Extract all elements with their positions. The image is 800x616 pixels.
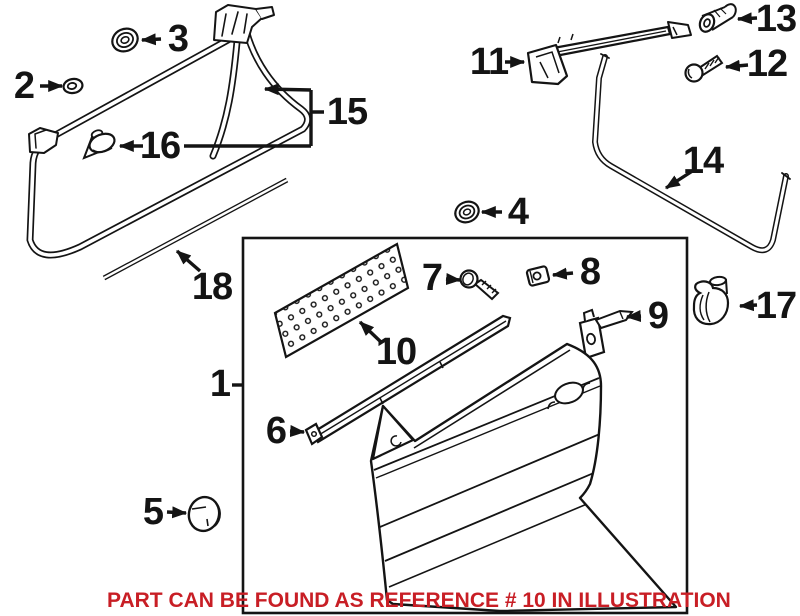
screw-12-drawing bbox=[684, 54, 724, 83]
clip-16-drawing bbox=[82, 129, 116, 160]
mirror-flag-hole bbox=[390, 435, 402, 447]
door-check-9-drawing bbox=[578, 308, 634, 360]
part-label-11: 11 bbox=[469, 41, 509, 83]
leader-12 bbox=[724, 59, 749, 72]
pillar-trim-11-drawing bbox=[526, 21, 692, 86]
part-label-4: 4 bbox=[507, 191, 529, 233]
grommet-17-drawing bbox=[692, 275, 730, 326]
leader-18 bbox=[175, 249, 202, 273]
door-panel-drawing bbox=[369, 342, 678, 613]
leader-7 bbox=[445, 273, 462, 286]
leader-6 bbox=[289, 425, 306, 438]
leader-9 bbox=[625, 310, 642, 323]
part-label-8: 8 bbox=[579, 251, 601, 293]
leader-14 bbox=[664, 168, 695, 190]
lower-seal-strip-drawing bbox=[102, 177, 289, 281]
part-label-6: 6 bbox=[265, 410, 287, 452]
part-label-16: 16 bbox=[139, 125, 181, 167]
part-label-5: 5 bbox=[142, 491, 164, 533]
bracket-15 bbox=[184, 90, 324, 148]
leader-13 bbox=[736, 12, 758, 25]
part-label-9: 9 bbox=[647, 295, 669, 337]
frame-corner-bracket-drawing bbox=[213, 4, 275, 44]
part-label-3: 3 bbox=[167, 18, 189, 60]
washer-2-drawing bbox=[62, 77, 84, 95]
bolt-7-drawing bbox=[459, 269, 500, 301]
callout-arrows bbox=[40, 12, 758, 519]
door-handle-cutout bbox=[554, 381, 584, 405]
part-label-17: 17 bbox=[755, 285, 797, 327]
sleeve-13-drawing bbox=[698, 3, 737, 33]
weatherstrip-14-drawing bbox=[592, 53, 791, 254]
part-label-10: 10 bbox=[375, 331, 417, 373]
leader-8 bbox=[551, 267, 574, 280]
leader-17 bbox=[738, 299, 758, 312]
part-label-18: 18 bbox=[191, 266, 233, 308]
leader-10 bbox=[358, 320, 384, 345]
belt-molding-6-drawing bbox=[304, 314, 512, 446]
part-label-14: 14 bbox=[682, 140, 724, 182]
part-label-13: 13 bbox=[755, 0, 797, 40]
frame-left-bracket-drawing bbox=[28, 127, 59, 154]
plug-cap-5-drawing bbox=[187, 495, 221, 533]
perforated-plate-10-drawing bbox=[273, 242, 410, 359]
part-label-1: 1 bbox=[209, 363, 231, 405]
illustration-box-border bbox=[241, 236, 689, 615]
leader-15 bbox=[263, 83, 312, 96]
leader-5 bbox=[166, 506, 188, 519]
window-frame-seal-drawing bbox=[26, 4, 311, 259]
grommet-3-drawing bbox=[111, 27, 139, 53]
part-label-7: 7 bbox=[421, 257, 443, 299]
grommet-4-drawing bbox=[454, 200, 480, 224]
part-label-15: 15 bbox=[326, 91, 368, 133]
reference-caption: PART CAN BE FOUND AS REFERENCE # 10 IN I… bbox=[107, 589, 731, 612]
leader-3 bbox=[140, 33, 162, 46]
part-label-2: 2 bbox=[13, 65, 35, 107]
part-label-12: 12 bbox=[746, 43, 788, 85]
clip-nut-8-drawing bbox=[525, 265, 551, 287]
